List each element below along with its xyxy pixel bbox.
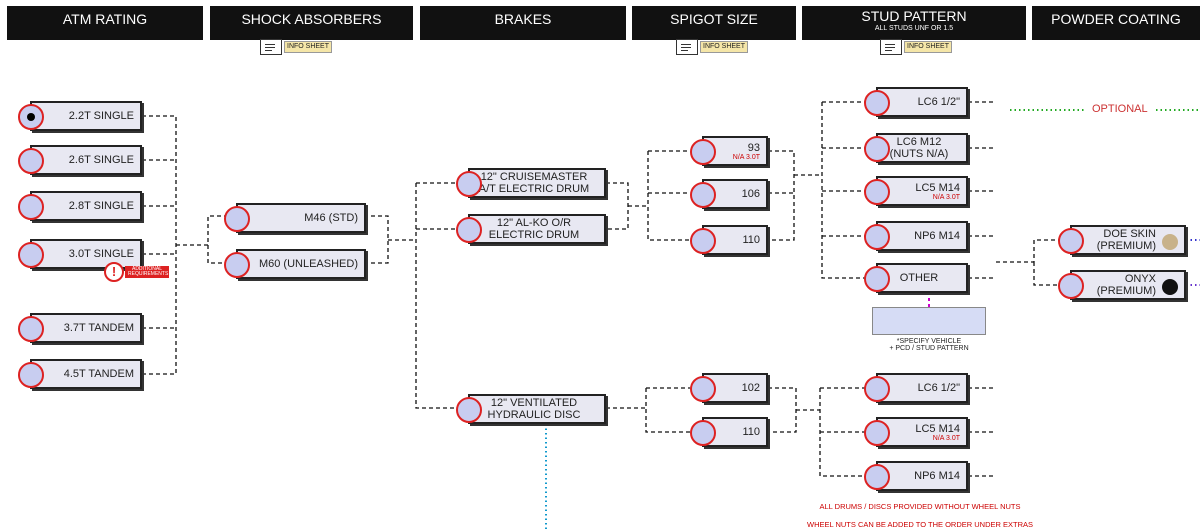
header-atm-rating: ATM RATING [7,6,203,40]
radio[interactable] [456,397,482,423]
optional-label: OPTIONAL [1092,103,1148,115]
radio[interactable] [456,171,482,197]
radio[interactable] [690,182,716,208]
radio[interactable] [864,224,890,250]
header-powder-coating: POWDER COATING [1032,6,1200,40]
radio[interactable] [18,242,44,268]
radio[interactable] [690,139,716,165]
info-sheet-stud[interactable]: INFO SHEET [880,39,953,55]
stud-option-np6-m14-disc[interactable]: NP6 M14 [864,461,968,491]
radio[interactable] [864,136,890,162]
stud-option-np6-m14[interactable]: NP6 M14 [864,221,968,251]
document-icon [260,39,282,55]
header-shock-absorbers: SHOCK ABSORBERS [210,6,413,40]
radio[interactable] [224,206,250,232]
atm-option-2-8t[interactable]: 2.8T SINGLE [18,191,142,221]
radio[interactable] [1058,273,1084,299]
radio[interactable] [864,90,890,116]
shock-option-m60[interactable]: M60 (UNLEASHED) [224,249,366,279]
atm-option-3-7t[interactable]: 3.7T TANDEM [18,313,142,343]
info-sheet-shocks[interactable]: INFO SHEET [260,39,333,55]
info-sheet-spigot[interactable]: INFO SHEET [676,39,749,55]
stud-option-lc6-m12[interactable]: LC6 M12(NUTS N/A) [864,133,968,163]
radio[interactable] [18,148,44,174]
radio[interactable] [18,194,44,220]
spigot-option-110-disc[interactable]: 110 [690,417,768,447]
powder-option-onyx[interactable]: ONYX(PREMIUM) [1058,270,1186,300]
stud-option-lc6-half[interactable]: LC6 1/2" [864,87,968,117]
atm-option-3-0t[interactable]: 3.0T SINGLE [18,239,142,269]
powder-option-doe-skin[interactable]: DOE SKIN(PREMIUM) [1058,225,1186,255]
specify-note: *SPECIFY VEHICLE+ PCD / STUD PATTERN [889,338,969,352]
radio[interactable] [864,464,890,490]
atm-option-2-6t[interactable]: 2.6T SINGLE [18,145,142,175]
stud-option-other[interactable]: OTHER [864,263,968,293]
radio-selected[interactable] [18,104,44,130]
stud-subheader: ALL STUDS UNF OR 1.5 [874,25,954,32]
spigot-option-110[interactable]: 110 [690,225,768,255]
spigot-option-102[interactable]: 102 [690,373,768,403]
atm-option-2-2t[interactable]: 2.2T SINGLE [18,101,142,131]
radio[interactable] [864,179,890,205]
additional-requirements-warning[interactable]: !ADDITIONAL REQUIREMENTS [104,262,169,282]
atm-option-4-5t[interactable]: 4.5T TANDEM [18,359,142,389]
exclamation-icon: ! [104,262,124,282]
radio[interactable] [864,266,890,292]
footer-note-2: WHEEL NUTS CAN BE ADDED TO THE ORDER UND… [806,520,1033,529]
radio[interactable] [690,228,716,254]
color-swatch [1162,279,1178,295]
document-icon [880,39,902,55]
radio[interactable] [690,376,716,402]
radio[interactable] [1058,228,1084,254]
footer-note-1: ALL DRUMS / DISCS PROVIDED WITHOUT WHEEL… [819,502,1021,511]
radio[interactable] [456,217,482,243]
specify-vehicle-input[interactable] [872,307,986,335]
radio[interactable] [18,316,44,342]
radio[interactable] [18,362,44,388]
radio[interactable] [864,376,890,402]
spigot-option-106[interactable]: 106 [690,179,768,209]
radio[interactable] [690,420,716,446]
header-spigot-size: SPIGOT SIZE [632,6,796,40]
document-icon [676,39,698,55]
stud-option-lc6-half-disc[interactable]: LC6 1/2" [864,373,968,403]
shock-option-m46[interactable]: M46 (STD) [224,203,366,233]
header-brakes: BRAKES [420,6,626,40]
color-swatch [1162,234,1178,250]
radio[interactable] [224,252,250,278]
radio[interactable] [864,420,890,446]
